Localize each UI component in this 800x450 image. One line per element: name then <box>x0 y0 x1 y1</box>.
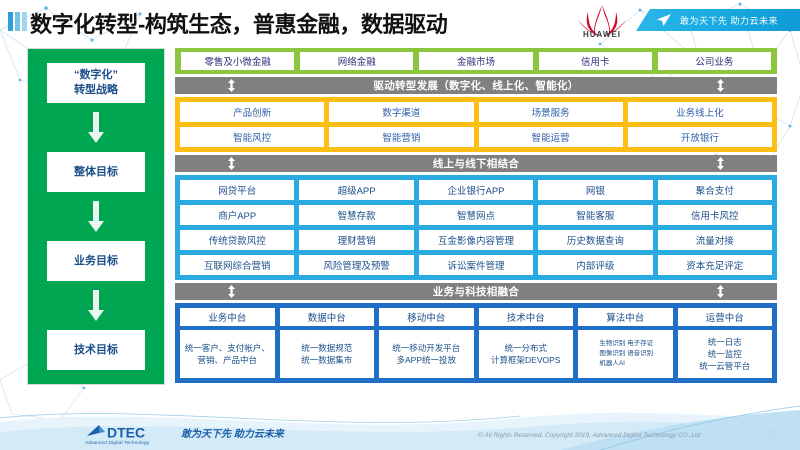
up-down-arrow-icon <box>228 285 235 298</box>
cell-smart-risk-control[interactable]: 智能风控 <box>180 127 325 147</box>
cell-capital-adequacy[interactable]: 资本充足评定 <box>657 255 772 275</box>
strategy-sidebar: “数字化”转型战略 整体目标 业务目标 技术目标 <box>27 48 165 385</box>
cell-risk-mgmt-alert[interactable]: 风险管理及预警 <box>299 255 414 275</box>
midend-body: 生物识别 电子存证图像识别 语音识别机器人AI <box>578 330 673 378</box>
midend-column-mobile[interactable]: 移动中台 统一移动开发平台多APP统一投放 <box>379 308 474 378</box>
cell-enterprise-bank-app[interactable]: 企业银行APP <box>418 180 534 200</box>
business-lines-bar: 零售及小微金融 网络金融 金融市场 信用卡 公司业务 <box>175 48 777 74</box>
page-title: 数字化转型-构筑生态，普惠金融，数据驱动 <box>30 12 448 37</box>
midend-body: 统一移动开发平台多APP统一投放 <box>379 330 474 378</box>
dtec-logo-icon: DTEC <box>87 425 145 441</box>
midend-body: 统一数据规范统一数据集市 <box>279 330 374 378</box>
midend-head: 数据中台 <box>279 308 374 326</box>
up-down-arrow-icon <box>717 285 724 298</box>
cell-smart-marketing[interactable]: 智能营销 <box>329 127 474 147</box>
cell-super-app[interactable]: 超级APP <box>299 180 414 200</box>
midend-column-tech[interactable]: 技术中台 统一分布式计算框架DEVOPS <box>478 308 573 378</box>
sidebar-item-label: 技术目标 <box>74 343 118 356</box>
midend-head: 运营中台 <box>677 308 772 326</box>
cell-online-loan-platform[interactable]: 网贷平台 <box>180 180 295 200</box>
cell-litigation-mgmt[interactable]: 诉讼案件管理 <box>418 255 534 275</box>
sidebar-item-tech-goal[interactable]: 技术目标 <box>47 330 145 370</box>
divider-business-tech-fusion: 业务与科技相融合 <box>175 283 777 300</box>
copyright-text: © All Rights Reserved. Copyright 2019, A… <box>478 432 701 439</box>
midend-head: 移动中台 <box>379 308 474 326</box>
divider-drive-transformation: 驱动转型发展（数字化、线上化、智能化） <box>175 77 777 94</box>
sidebar-item-business-goal[interactable]: 业务目标 <box>47 241 145 281</box>
sidebar-item-label: 整体目标 <box>74 165 118 178</box>
cell-traffic-integration[interactable]: 流量对接 <box>657 230 772 250</box>
online-offline-grid: 网贷平台 超级APP 企业银行APP 网银 聚合支付 商户APP 智慧存款 智慧… <box>180 180 772 275</box>
sidebar-item-overall-goal[interactable]: 整体目标 <box>47 152 145 192</box>
business-line-credit-card[interactable]: 信用卡 <box>538 52 652 70</box>
cell-wealth-marketing[interactable]: 理财营销 <box>299 230 414 250</box>
cell-internet-marketing[interactable]: 互联网综合营销 <box>180 255 295 275</box>
midend-head: 业务中台 <box>180 308 275 326</box>
footer-wave-decoration <box>0 405 800 450</box>
cell-image-content-mgmt[interactable]: 互金影像内容管理 <box>418 230 534 250</box>
midend-grid: 业务中台 统一客户、支付帐户、营销、产品中台 数据中台 统一数据规范统一数据集市… <box>180 308 772 378</box>
business-line-retail[interactable]: 零售及小微金融 <box>181 52 295 70</box>
cell-credit-card-risk[interactable]: 信用卡风控 <box>657 205 772 225</box>
down-arrow-icon <box>88 200 104 232</box>
cell-digital-channel[interactable]: 数字渠道 <box>329 102 474 122</box>
midend-panel: 业务中台 统一客户、支付帐户、营销、产品中台 数据中台 统一数据规范统一数据集市… <box>175 303 777 383</box>
page-number: 10 <box>766 428 779 440</box>
slide-header: 数字化转型-构筑生态，普惠金融，数据驱动 HUAWEI 敢为天下先 助力云未来 <box>0 0 800 42</box>
huawei-wordmark: HUAWEI <box>583 30 621 39</box>
dtec-slogan: 敢为天下先 助力云未来 <box>181 429 284 440</box>
svg-text:DTEC: DTEC <box>107 425 145 441</box>
midend-column-data[interactable]: 数据中台 统一数据规范统一数据集市 <box>279 308 374 378</box>
down-arrow-icon <box>88 289 104 321</box>
business-line-corporate[interactable]: 公司业务 <box>657 52 772 70</box>
paper-plane-icon <box>657 14 671 26</box>
cell-history-data-query[interactable]: 历史数据查询 <box>538 230 653 250</box>
transformation-panel: 产品创新 数字渠道 场景服务 业务线上化 智能风控 智能营销 智能运营 开放银行 <box>175 97 777 152</box>
dtec-logo-subtitle: Advanced Digital Technology <box>85 440 150 445</box>
midend-column-business[interactable]: 业务中台 统一客户、支付帐户、营销、产品中台 <box>180 308 275 378</box>
huawei-logo-icon <box>578 5 626 37</box>
up-down-arrow-icon <box>228 79 235 92</box>
cell-internal-rating[interactable]: 内部评级 <box>538 255 653 275</box>
cell-smart-deposit[interactable]: 智慧存款 <box>299 205 414 225</box>
cell-open-banking[interactable]: 开放银行 <box>627 127 772 147</box>
cell-product-innovation[interactable]: 产品创新 <box>180 102 325 122</box>
cell-aggregate-payment[interactable]: 聚合支付 <box>657 180 772 200</box>
sidebar-item-label: 业务目标 <box>74 254 118 267</box>
midend-body: 统一分布式计算框架DEVOPS <box>478 330 573 378</box>
midend-body: 统一客户、支付帐户、营销、产品中台 <box>180 330 275 378</box>
content-column: 零售及小微金融 网络金融 金融市场 信用卡 公司业务 驱动转型发展（数字化、线上… <box>175 48 777 383</box>
cell-business-online[interactable]: 业务线上化 <box>627 102 772 122</box>
up-down-arrow-icon <box>717 157 724 170</box>
midend-column-algorithm[interactable]: 算法中台 生物识别 电子存证图像识别 语音识别机器人AI <box>578 308 673 378</box>
cell-smart-branch[interactable]: 智慧网点 <box>418 205 534 225</box>
midend-head: 算法中台 <box>578 308 673 326</box>
midend-column-operation[interactable]: 运营中台 统一日志统一监控统一云管平台 <box>677 308 772 378</box>
sidebar-item-label: “数字化”转型战略 <box>74 69 118 96</box>
transformation-grid: 产品创新 数字渠道 场景服务 业务线上化 智能风控 智能营销 智能运营 开放银行 <box>180 102 772 147</box>
midend-head: 技术中台 <box>478 308 573 326</box>
cell-smart-customer-service[interactable]: 智能客服 <box>538 205 653 225</box>
midend-body: 统一日志统一监控统一云管平台 <box>677 330 772 378</box>
divider-online-offline: 线上与线下相结合 <box>175 155 777 172</box>
cell-smart-operation[interactable]: 智能运营 <box>478 127 623 147</box>
up-down-arrow-icon <box>717 79 724 92</box>
title-accent-bars <box>8 12 27 31</box>
online-offline-panel: 网贷平台 超级APP 企业银行APP 网银 聚合支付 商户APP 智慧存款 智慧… <box>175 175 777 280</box>
cell-merchant-app[interactable]: 商户APP <box>180 205 295 225</box>
cell-traditional-loan-risk[interactable]: 传统贷款风控 <box>180 230 295 250</box>
divider-label: 线上与线下相结合 <box>432 158 520 170</box>
banner-slogan: 敢为天下先 助力云未来 <box>680 15 779 26</box>
cell-online-banking[interactable]: 网银 <box>538 180 653 200</box>
business-line-internet-finance[interactable]: 网络金融 <box>300 52 414 70</box>
business-line-financial-market[interactable]: 金融市场 <box>419 52 533 70</box>
up-down-arrow-icon <box>228 157 235 170</box>
sidebar-item-strategy[interactable]: “数字化”转型战略 <box>47 63 145 103</box>
huawei-cloud-banner: 敢为天下先 助力云未来 <box>636 9 800 31</box>
down-arrow-icon <box>88 111 104 143</box>
dtec-logo: DTEC 敢为天下先 助力云未来 <box>85 424 284 440</box>
cell-scenario-service[interactable]: 场景服务 <box>478 102 623 122</box>
divider-label: 驱动转型发展（数字化、线上化、智能化） <box>373 80 579 92</box>
divider-label: 业务与科技相融合 <box>432 286 520 298</box>
